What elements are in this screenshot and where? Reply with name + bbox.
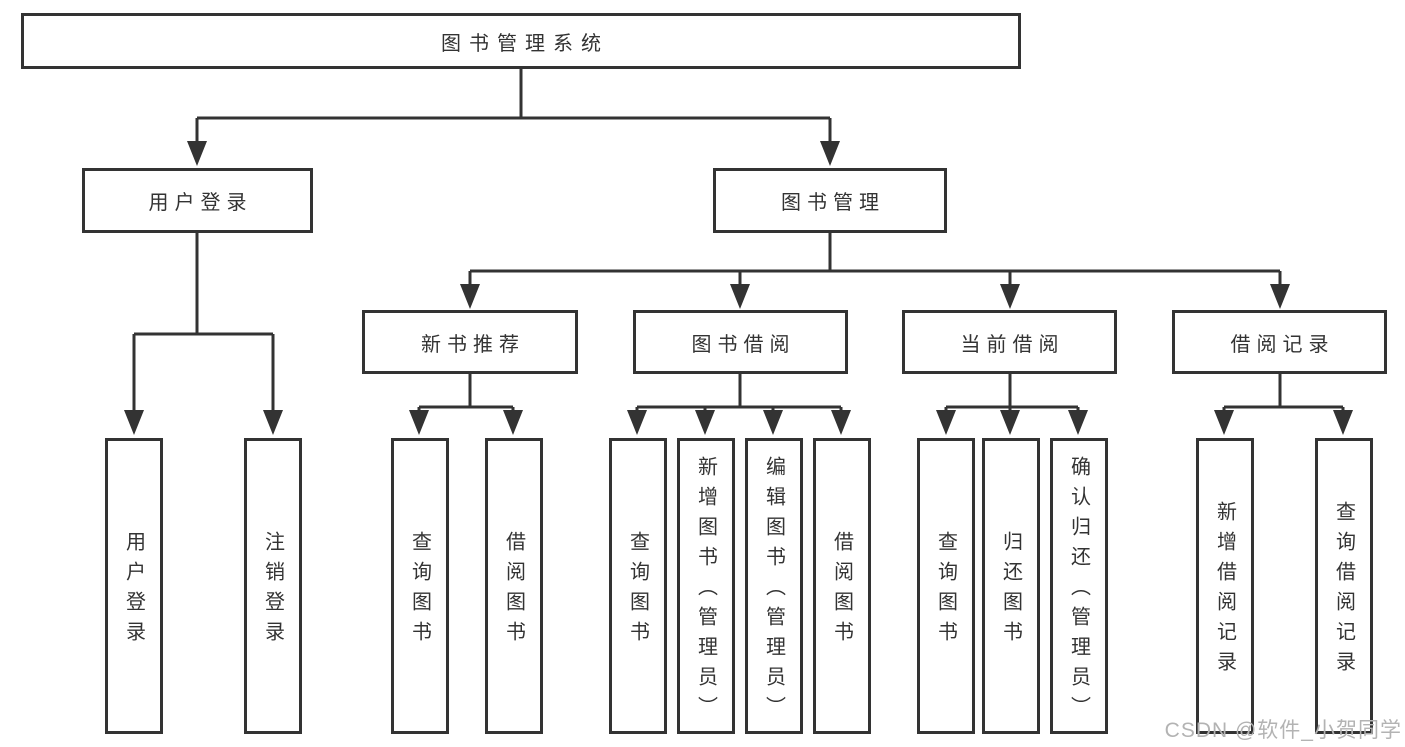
node-borrowing-records: 借阅记录 <box>1172 310 1387 374</box>
leaf-label: 借阅图书 <box>502 531 525 651</box>
leaf-borrow-query-books: 查询图书 <box>609 438 667 734</box>
leaf-borrow-borrow-books: 借阅图书 <box>813 438 871 734</box>
leaf-label: 新增图书（管理员） <box>694 456 717 726</box>
node-label: 当前借阅 <box>960 333 1065 356</box>
leaf-records-add-borrow-record: 新增借阅记录 <box>1196 438 1254 734</box>
leaf-label: 编辑图书（管理员） <box>762 456 785 726</box>
node-label: 图书借阅 <box>691 333 796 356</box>
leaf-records-query-borrow-record: 查询借阅记录 <box>1315 438 1373 734</box>
watermark: CSDN @软件_小贺同学 <box>1164 719 1402 742</box>
leaf-label: 用户登录 <box>122 531 145 651</box>
leaf-label: 确认归还（管理员） <box>1067 456 1090 726</box>
node-current-borrowing: 当前借阅 <box>902 310 1117 374</box>
leaf-label: 新增借阅记录 <box>1213 501 1236 681</box>
node-label: 用户登录 <box>148 192 253 214</box>
leaf-user-login: 用户登录 <box>105 438 163 734</box>
node-user-login: 用户登录 <box>82 168 313 233</box>
leaf-current-return-book: 归还图书 <box>982 438 1040 734</box>
node-book-borrowing: 图书借阅 <box>633 310 848 374</box>
node-book-management: 图书管理 <box>713 168 947 233</box>
leaf-label: 查询图书 <box>626 531 649 651</box>
leaf-label: 借阅图书 <box>830 531 853 651</box>
leaf-current-query-books: 查询图书 <box>917 438 975 734</box>
leaf-borrow-edit-book-admin: 编辑图书（管理员） <box>745 438 803 734</box>
node-label: 新书推荐 <box>421 333 525 356</box>
leaf-newbook-borrow-books: 借阅图书 <box>485 438 543 734</box>
node-root: 图书管理系统 <box>21 13 1021 69</box>
leaf-label: 归还图书 <box>999 531 1022 651</box>
node-label: 借阅记录 <box>1230 333 1335 356</box>
leaf-label: 注销登录 <box>261 531 284 651</box>
leaf-current-confirm-return-admin: 确认归还（管理员） <box>1050 438 1108 734</box>
leaf-newbook-query-books: 查询图书 <box>391 438 449 734</box>
arrowheads <box>124 141 1353 435</box>
leaf-label: 查询图书 <box>934 531 957 651</box>
node-label: 图书管理 <box>781 192 885 214</box>
leaf-logout-login: 注销登录 <box>244 438 302 734</box>
leaf-label: 查询图书 <box>408 531 431 651</box>
leaf-borrow-add-book-admin: 新增图书（管理员） <box>677 438 735 734</box>
leaf-label: 查询借阅记录 <box>1332 501 1355 681</box>
node-new-book-recommendation: 新书推荐 <box>362 310 578 374</box>
node-label: 图书管理系统 <box>441 32 609 55</box>
